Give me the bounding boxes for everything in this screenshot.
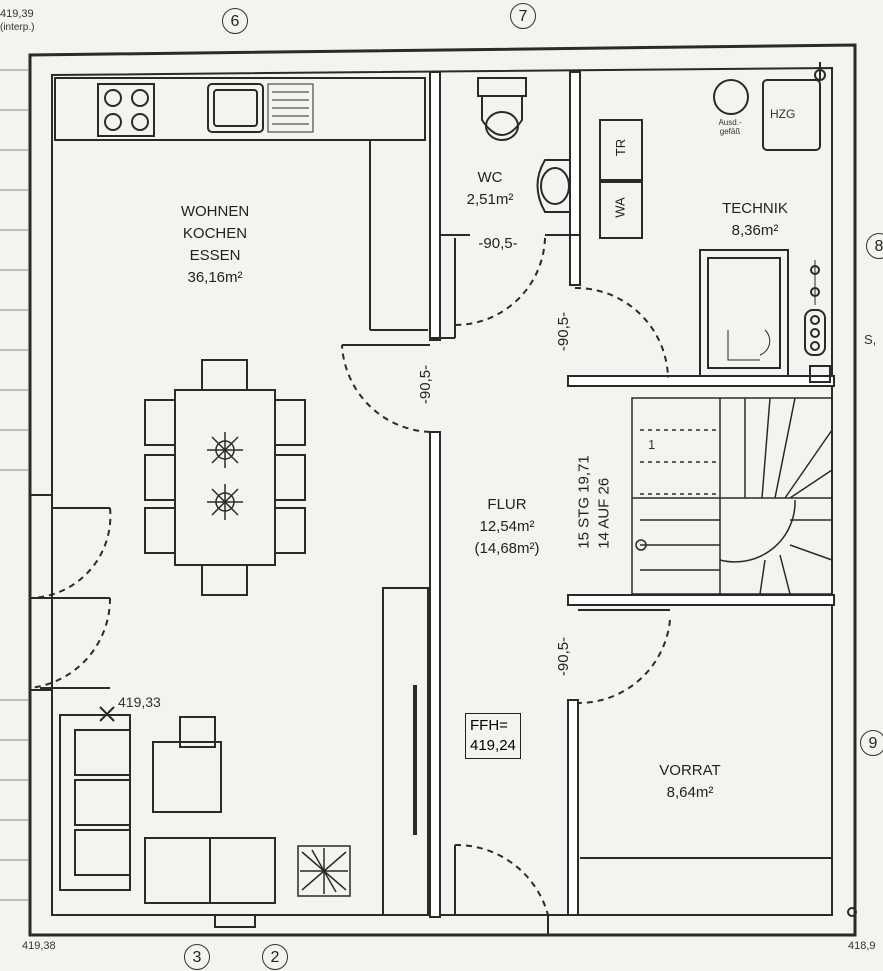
manifold (804, 309, 826, 356)
toilet (481, 95, 523, 136)
grid-marker-9: 9 (860, 730, 883, 756)
door-label-vorrat: -90,5- (555, 636, 573, 677)
room-label-vorrat: VORRAT 8,64m² (659, 762, 721, 801)
grid-marker-6: 6 (222, 8, 248, 34)
wc-cistern (477, 77, 527, 97)
dryer (599, 119, 643, 181)
wall-vorrat-left (567, 699, 579, 916)
door-label-wc: -90,5- (478, 235, 518, 252)
expansion-tank (713, 79, 749, 115)
sofa (59, 714, 131, 891)
kitchen-sink (207, 83, 264, 133)
side-label: S, (864, 332, 877, 347)
ffh-box: FFH= 419,24 (465, 713, 521, 759)
door-label-technik: -90,5- (555, 311, 573, 352)
elevation-bottom-right: 418,9 (848, 940, 876, 952)
wall-stair-vorrat (567, 594, 835, 606)
door-label-living: -90,5- (417, 364, 435, 405)
grid-marker-7: 7 (510, 3, 536, 29)
staircase (631, 397, 833, 595)
grid-marker-2: 2 (262, 944, 288, 970)
washer (599, 181, 643, 239)
wall-technik-left (569, 234, 581, 286)
armchair (152, 741, 222, 813)
elevation-bottom-left: 419,38 (22, 940, 56, 952)
grid-marker-8: 8 (866, 233, 883, 259)
room-label-flur: FLUR 12,54m² (14,68m²) (474, 496, 540, 557)
kitchen-counter (54, 77, 426, 141)
wall-living-flur-upper (429, 71, 441, 341)
wall-living-flur-lower (429, 431, 441, 918)
washer-label: WA (612, 197, 628, 218)
wc-basin (536, 159, 570, 213)
grid-marker-3: 3 (184, 944, 210, 970)
dining-table (174, 389, 276, 566)
pendant-lamp-2 (207, 484, 243, 520)
room-label-wohnen: WOHNEN KOCHEN ESSEN 36,16m² (180, 203, 250, 286)
drain-board (267, 83, 314, 133)
room-label-technik: TECHNIK 8,36m² (722, 200, 788, 239)
technik-cabinet (699, 249, 789, 377)
wall-cabinet (382, 587, 429, 916)
stair-step-mark: 1 (648, 437, 656, 452)
pendant-lamp-1 (207, 432, 243, 468)
outer-wall-inner (51, 66, 833, 916)
plant (297, 845, 351, 897)
dryer-label: TR (613, 138, 629, 157)
heater (762, 79, 821, 151)
tank-label: Ausd.-gefäß (718, 118, 742, 136)
stove (97, 83, 155, 137)
terrain-hatch (0, 69, 28, 901)
room-label-wc: WC 2,51m² (466, 169, 514, 208)
heater-label: HZG (770, 107, 796, 121)
elevation-top-left: 419,39 (interp.) (0, 8, 35, 33)
outer-wall (28, 43, 857, 937)
stair-label: 15 STG 19,71 14 AUF 26 (575, 455, 613, 549)
elevation-living-point: 419,33 (118, 694, 161, 710)
wall-technik-bottom (567, 375, 835, 387)
